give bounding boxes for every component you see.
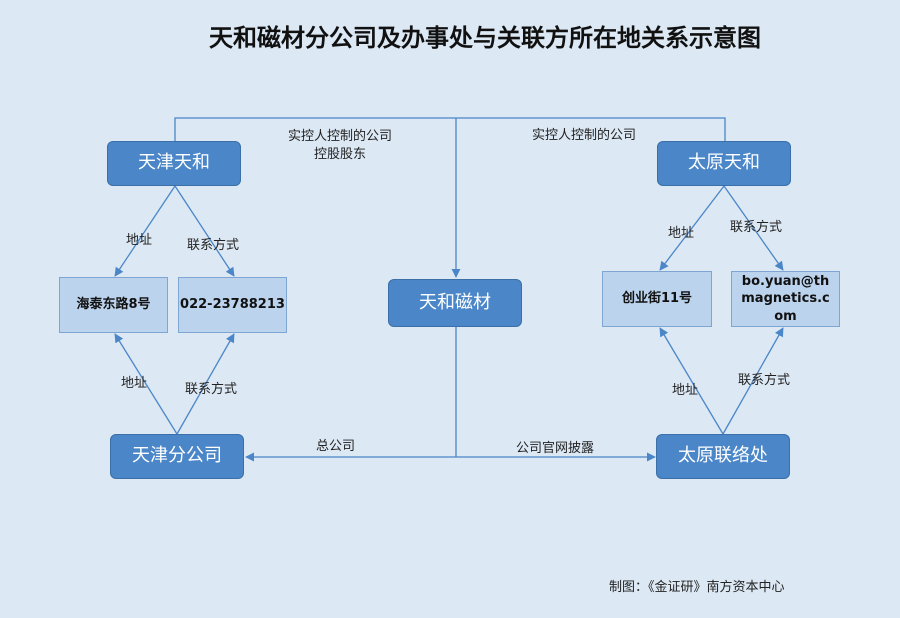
node-taiyuan-office: 太原联络处: [656, 434, 790, 479]
node-taiyuan-email: bo.yuan@thmagnetics.com: [731, 271, 840, 327]
label-right-controlled: 实控人控制的公司: [531, 128, 636, 143]
node-tianjin-branch: 天津分公司: [110, 434, 244, 479]
node-taiyuan-address: 创业街11号: [602, 271, 712, 327]
label-contact-1: 联系方式: [187, 238, 240, 253]
node-tianjin-address: 海泰东路8号: [59, 277, 168, 333]
arrow-tianhe-phone: [174, 185, 235, 277]
node-taiyuan-tianhe: 太原天和: [657, 141, 791, 186]
arrow-branch-phone: [176, 333, 235, 435]
node-tianhe-cicai: 天和磁材: [388, 279, 522, 327]
arrow-branch-address: [114, 333, 178, 435]
label-address-3: 地址: [668, 226, 695, 241]
label-left-controlled: 实控人控制的公司: [287, 129, 392, 144]
diagram-title: 天和磁材分公司及办事处与关联方所在地关系示意图: [209, 24, 761, 52]
label-head-office: 总公司: [316, 439, 356, 454]
arrow-tianhe-address: [114, 185, 176, 277]
label-address-1: 地址: [126, 233, 153, 248]
label-left-holding: 控股股东: [313, 147, 366, 162]
node-tianjin-tianhe: 天津天和: [107, 141, 241, 186]
label-contact-3: 联系方式: [730, 220, 783, 235]
arrow-taiyuan-email: [723, 185, 784, 271]
arrow-office-email: [722, 327, 784, 435]
node-tianjin-phone: 022-23788213: [178, 277, 287, 333]
arrow-taiyuan-address: [659, 185, 725, 271]
credit-line: 制图：《金证研》南方资本中心: [609, 580, 785, 595]
label-contact-4: 联系方式: [738, 373, 791, 388]
top-bracket-line: [174, 117, 726, 141]
label-address-2: 地址: [121, 376, 148, 391]
label-contact-2: 联系方式: [185, 382, 238, 397]
arrow-office-address: [659, 327, 724, 435]
label-website-disclosure: 公司官网披露: [516, 441, 595, 456]
label-address-4: 地址: [672, 383, 699, 398]
